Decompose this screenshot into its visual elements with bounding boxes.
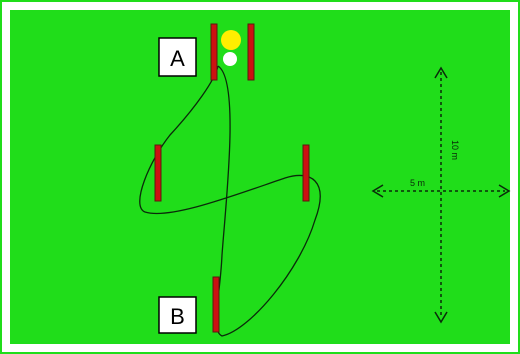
- scale-vertical-label: 10 m: [450, 140, 460, 160]
- scale-horizontal-label: 5 m: [410, 178, 425, 188]
- pole-left-mid: [154, 144, 162, 202]
- label-start-text: A: [170, 46, 185, 71]
- pole-right-mid: [302, 144, 310, 202]
- label-start-box: [158, 37, 197, 77]
- scale-vertical-arrow-bottom: [434, 311, 448, 324]
- label-start: A: [158, 37, 197, 77]
- scale-vertical: 10 m: [434, 66, 460, 324]
- ball-yellow: [221, 30, 241, 50]
- pole-gate-left: [210, 23, 218, 81]
- pole-bottom: [212, 276, 220, 333]
- scale-horizontal-arrow-left: [371, 184, 384, 198]
- scale-horizontal: 5 m: [371, 178, 511, 198]
- label-end-text: B: [170, 304, 185, 329]
- scale-vertical-arrow-top: [434, 66, 448, 79]
- ball-white: [223, 52, 237, 66]
- label-end-box: [158, 296, 197, 334]
- scale-horizontal-arrow-right: [498, 184, 511, 198]
- label-end: B: [158, 296, 197, 334]
- dribble-path: [139, 65, 321, 337]
- pole-gate-right: [247, 23, 255, 81]
